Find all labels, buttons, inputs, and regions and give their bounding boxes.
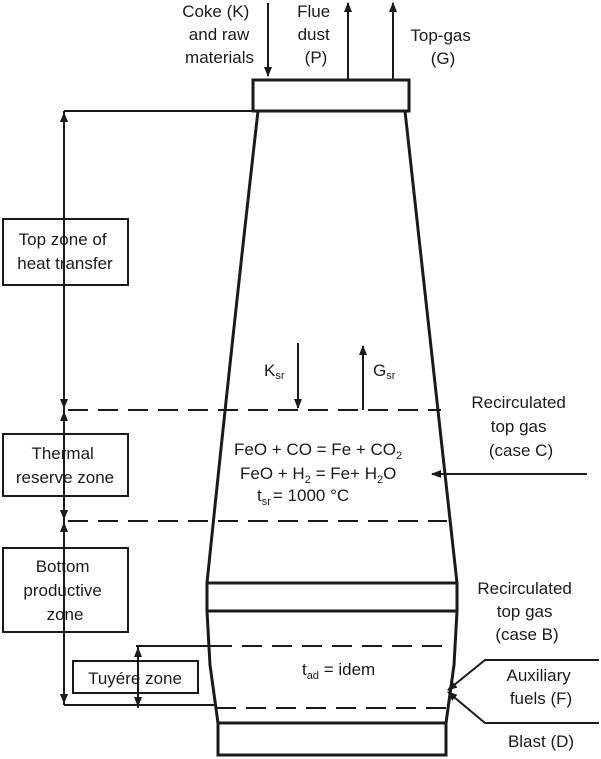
furnace-right-wall [403,110,459,584]
aux-fuels-label: Auxiliary fuels (F) [507,666,576,708]
aux-fuel-line [447,659,599,691]
flue-dust-label: Flue dust (P) [297,2,335,67]
furnace-lower-right-wall [444,610,459,724]
furnace-top-block [251,78,411,113]
recirc-b-label: Recirculated top gas (case B) [477,579,576,644]
furnace-lower-left-wall [205,610,220,724]
furnace-left-wall [205,110,260,584]
top-zone-label: Top zone of heat transfer [17,230,113,273]
bottom-zone-label: Bottom productive zone [23,557,106,624]
blast-line [447,691,599,724]
bottom-zone-box [2,547,129,633]
reaction-h2: FeO + H2 = Fe+ H2O [240,464,396,486]
top-gas-label: Top-gas (G) [410,26,475,68]
tad-label: tad = idem [302,660,375,682]
reaction-co: FeO + CO = Fe + CO2 [234,440,402,462]
tuyere-zone-label: Tuyére zone [88,669,182,688]
reaction-temp: tsr= 1000 °C [257,486,349,508]
top-zone-box [2,218,129,286]
tuyere-zone-box [72,660,199,694]
k-sr-label: Ksr [264,361,285,382]
g-sr-label: Gsr [373,361,396,382]
thermal-zone-box [2,433,129,497]
thermal-zone-label: Thermal reserve zone [16,444,114,487]
blast-label: Blast (D) [508,732,574,751]
recirc-c-label: Recirculated top gas (case C) [471,393,570,460]
furnace-bosh-band [205,581,459,613]
coke-label: Coke (K) and raw materials [182,2,254,67]
furnace-hearth-block [216,721,448,757]
